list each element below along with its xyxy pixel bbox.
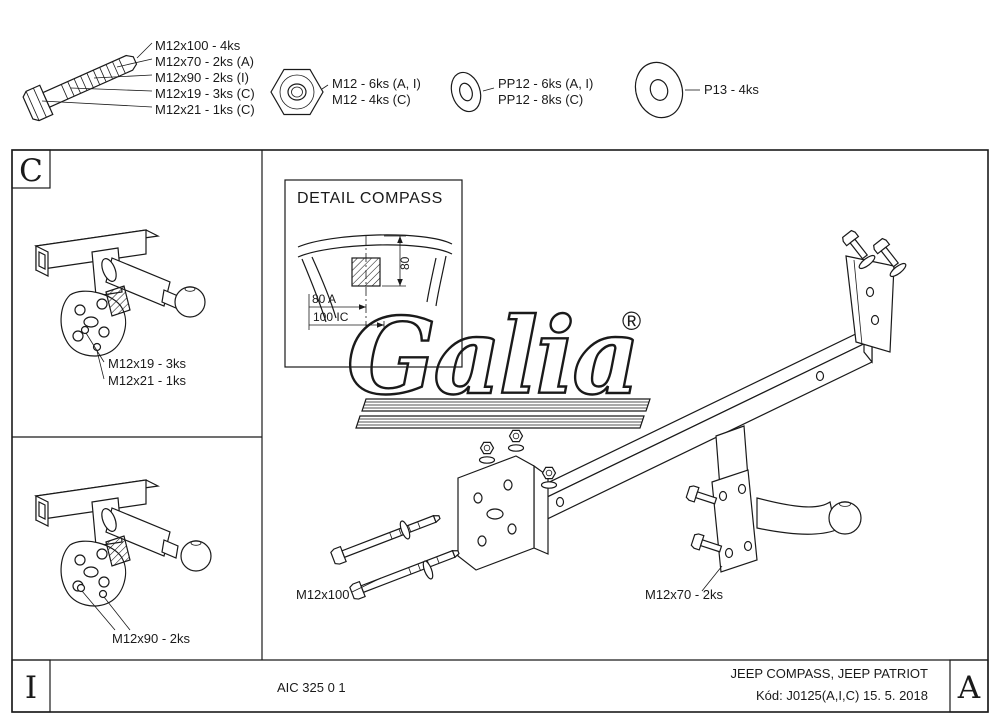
- bumper-section-drawing: [297, 234, 453, 330]
- tube-end-face: [35, 245, 49, 277]
- border-frame: [11, 149, 989, 713]
- washer-label-1: PP12 - 6ks (A, I): [498, 76, 593, 91]
- section-label-c: C: [19, 153, 43, 189]
- dim-80a: 80 A: [312, 292, 336, 306]
- registered-mark-icon: ®: [622, 306, 641, 336]
- galia-logo: Galia ®: [346, 293, 651, 429]
- ball-flange-plate: [711, 469, 758, 573]
- spacer-pad: [105, 285, 131, 317]
- tube-front-face: [35, 479, 147, 521]
- callout-main-m12x70: M12x70 - 2ks: [645, 587, 724, 602]
- bolt-label-4: M12x19 - 3ks (C): [155, 86, 255, 101]
- nut-label-1: M12 - 6ks (A, I): [332, 76, 421, 91]
- callout-c-m12x21: M12x21 - 1ks: [108, 373, 187, 388]
- nut-washer-stack: [478, 441, 496, 464]
- ball-mount: [685, 425, 862, 573]
- brand-wordmark: Galia: [347, 294, 638, 418]
- hardware-parts-row: M12x100 - 4ks M12x70 - 2ks (A) M12x90 - …: [22, 38, 759, 122]
- nut-label-2: M12 - 4ks (C): [332, 92, 411, 107]
- right-bracket: [840, 228, 909, 353]
- bolt-icon: [22, 42, 153, 122]
- crossbar-c-drawing: [34, 229, 206, 380]
- callout-i-m12x90: M12x90 - 2ks: [112, 631, 191, 646]
- crossbeam-section: [351, 257, 381, 287]
- dim-height-80: 80: [398, 256, 412, 270]
- long-bolt-m12x100: [330, 514, 441, 565]
- footer: AIC 325 0 1 JEEP COMPASS, JEEP PATRIOT K…: [277, 666, 928, 703]
- callout-c-m12x19: M12x19 - 3ks: [108, 356, 187, 371]
- tube-front-face: [35, 229, 147, 271]
- bolt-label-1: M12x100 - 4ks: [155, 38, 241, 53]
- tube-end-face: [35, 495, 49, 527]
- nut-icon: [270, 68, 329, 116]
- left-bracket: [457, 455, 549, 571]
- crossbar-i-drawing: [34, 479, 212, 631]
- towbar-assembly-drawing: [330, 228, 909, 600]
- detail-compass-box: DETAIL COMPASS 80 80 A 100 IC: [284, 179, 463, 368]
- long-bolt-m12x100: [349, 549, 460, 600]
- spacer-pad: [105, 535, 131, 567]
- nut-washer-stack: [507, 429, 525, 452]
- dim-100ic: 100 IC: [313, 310, 349, 324]
- section-label-i: I: [25, 670, 37, 706]
- large-washer-icon: [634, 61, 700, 119]
- detail-title: DETAIL COMPASS: [297, 190, 443, 207]
- vehicle-models: JEEP COMPASS, JEEP PATRIOT: [731, 666, 929, 681]
- doc-code: AIC 325 0 1: [277, 680, 346, 695]
- large-washer-label: P13 - 4ks: [704, 82, 759, 97]
- callout-main-m12x100: M12x100: [296, 587, 349, 602]
- washer-icon: [450, 71, 495, 113]
- section-label-a: A: [957, 670, 981, 706]
- logo-bars: [355, 398, 651, 429]
- bolt-label-3: M12x90 - 2ks (I): [155, 70, 249, 85]
- washer-label-2: PP12 - 8ks (C): [498, 92, 583, 107]
- doc-kod-date: Kód: J0125(A,I,C) 15. 5. 2018: [756, 688, 928, 703]
- bolt-label-2: M12x70 - 2ks (A): [155, 54, 254, 69]
- ball-arm: [756, 497, 837, 535]
- bolt-label-5: M12x21 - 1ks (C): [155, 102, 255, 117]
